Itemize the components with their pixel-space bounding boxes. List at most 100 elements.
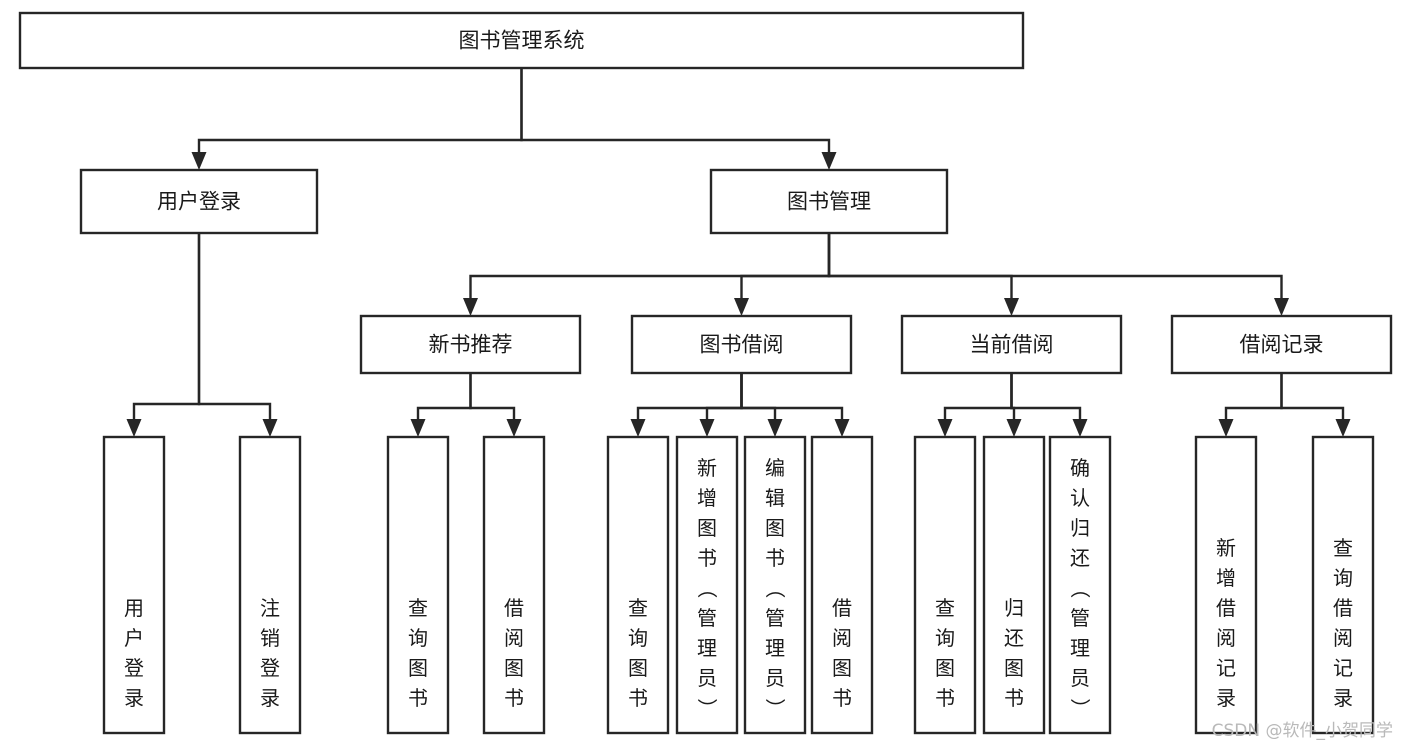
edge-e-nbr-borrow (469, 373, 522, 437)
node-label-char: 书 (832, 686, 852, 710)
node-box[interactable] (709, 168, 949, 235)
node-label-char: 书 (628, 686, 648, 710)
node-label-char: 记 (1216, 656, 1236, 680)
node-label-char: 询 (935, 626, 955, 650)
node-new-book-rec[interactable]: 新书推荐 (359, 314, 582, 375)
node-box[interactable] (913, 435, 977, 735)
node-box[interactable] (482, 435, 546, 735)
node-label-char: 归 (1004, 596, 1024, 620)
node-box[interactable] (606, 435, 670, 735)
edge-e-bm-book-borrow (734, 233, 831, 316)
node-label-char: 查 (408, 596, 428, 620)
node-label-char: 还 (1070, 546, 1090, 570)
node-label-char: 询 (628, 626, 648, 650)
edge-e-ul-leaf-login (126, 233, 201, 437)
node-label-char: 管 (1070, 606, 1090, 630)
node-label-char: 管 (765, 606, 785, 630)
node-box[interactable] (900, 314, 1123, 375)
node-box[interactable] (359, 314, 582, 375)
node-user-login[interactable]: 用户登录 (79, 168, 319, 235)
node-label-char: 确 (1070, 456, 1090, 480)
node-label-char: 阅 (1333, 626, 1353, 650)
node-label-char: 用 (124, 596, 144, 620)
node-label-char: 阅 (1216, 626, 1236, 650)
node-box[interactable] (1048, 435, 1112, 735)
node-label-char: 增 (1216, 566, 1236, 590)
node-label-char: 管 (697, 606, 717, 630)
node-label-char: 借 (1216, 596, 1236, 620)
node-box[interactable] (675, 435, 739, 735)
edge-e-root-user-login (191, 68, 523, 170)
edge-e-cb-return (1006, 373, 1022, 437)
node-box[interactable] (982, 435, 1046, 735)
node-label-char: 录 (1333, 686, 1353, 710)
node-label-char: 书 (935, 686, 955, 710)
node-label-char: 增 (697, 486, 717, 510)
node-label-char: 借 (832, 596, 852, 620)
edge-e-bm-current-borrow (827, 233, 1019, 316)
node-box[interactable] (810, 435, 874, 735)
node-label-char: 图 (697, 516, 717, 540)
node-label: 用户登录 (157, 190, 241, 214)
node-root[interactable]: 图书管理系统 (18, 11, 1025, 70)
node-label: 图书借阅 (700, 333, 784, 357)
node-box[interactable] (79, 168, 319, 235)
edge-e-ul-leaf-logout (197, 233, 278, 437)
edge-e-cb-confirm (1010, 373, 1088, 437)
node-box[interactable] (1311, 435, 1375, 735)
node-label-char: 理 (1070, 636, 1090, 660)
node-box[interactable] (386, 435, 450, 735)
node-label-char: 录 (124, 686, 144, 710)
node-box[interactable] (18, 11, 1025, 70)
node-label: 图书管理 (787, 190, 871, 214)
edge-e-br-query (1280, 373, 1351, 437)
node-label-char: 阅 (504, 626, 524, 650)
node-label-char: 图 (408, 656, 428, 680)
node-label-char: 阅 (832, 626, 852, 650)
node-current-borrow[interactable]: 当前借阅 (900, 314, 1123, 375)
node-box[interactable] (743, 435, 807, 735)
node-label: 借阅记录 (1240, 333, 1324, 357)
node-box[interactable] (1170, 314, 1393, 375)
edge-e-bb-edit (740, 373, 783, 437)
node-label-char: 新 (1216, 536, 1236, 560)
node-label-char: 书 (765, 546, 785, 570)
node-label-char: 员 (697, 666, 717, 690)
node-leaf-user-login[interactable]: 用户登录 (102, 435, 166, 735)
node-label-char: （ (1068, 578, 1092, 598)
node-box[interactable] (630, 314, 853, 375)
node-label-char: 理 (765, 636, 785, 660)
node-label-char: 注 (260, 596, 280, 620)
node-label-char: （ (695, 578, 719, 598)
node-box[interactable] (1194, 435, 1258, 735)
node-borrow-record[interactable]: 借阅记录 (1170, 314, 1393, 375)
edge-e-nbr-query (410, 373, 472, 437)
node-box[interactable] (102, 435, 166, 735)
node-label-char: 借 (504, 596, 524, 620)
node-box[interactable] (238, 435, 302, 735)
node-label-char: 询 (408, 626, 428, 650)
node-label-char: 理 (697, 636, 717, 660)
node-label-char: 图 (628, 656, 648, 680)
node-label-char: 归 (1070, 516, 1090, 540)
node-book-borrow[interactable]: 图书借阅 (630, 314, 853, 375)
edge-e-bm-borrow-record (827, 233, 1289, 316)
node-label-char: 员 (1070, 666, 1090, 690)
watermark: CSDN @软件_小贺同学 (1211, 721, 1393, 741)
node-book-manage[interactable]: 图书管理 (709, 168, 949, 235)
node-label-char: ） (1068, 698, 1092, 718)
edge-e-bm-new-book-rec (463, 233, 831, 316)
